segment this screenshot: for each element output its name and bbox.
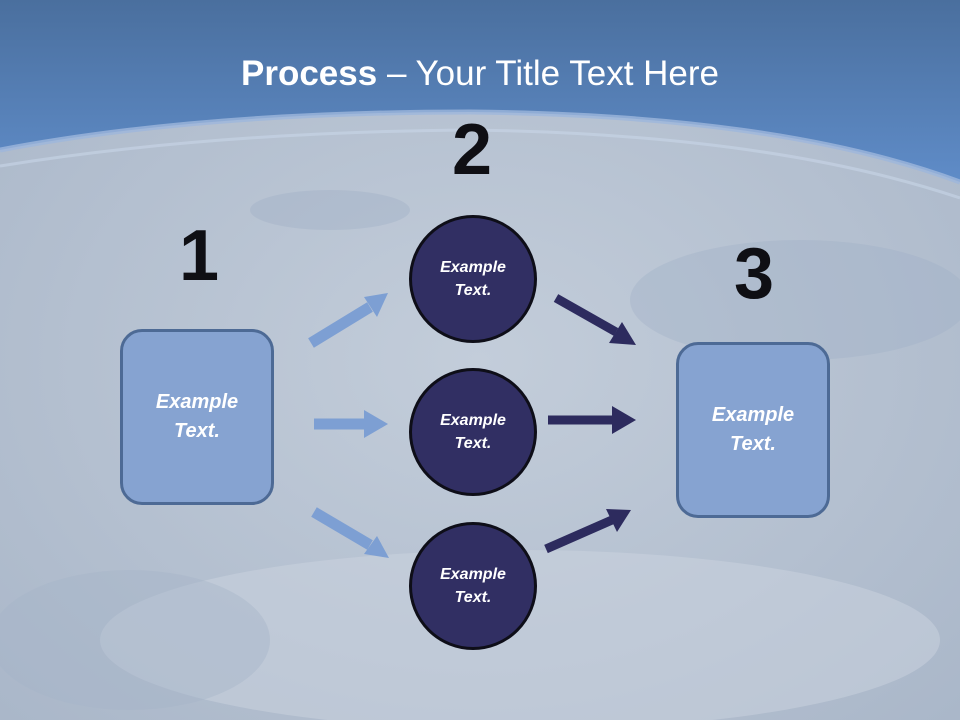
left-process-box: Example Text.: [120, 329, 274, 505]
header-band: [0, 0, 960, 182]
circle-top: Example Text.: [409, 215, 537, 343]
step-number-2: 2: [451, 110, 493, 190]
title-rest: – Your Title Text Here: [377, 54, 719, 93]
slide-title: Process – Your Title Text Here: [0, 52, 960, 96]
left-box-text: Example Text.: [155, 391, 239, 442]
right-box-text: Example Text.: [711, 404, 795, 455]
circle-middle-text: Example Text.: [440, 412, 506, 452]
right-process-box: Example Text.: [676, 342, 830, 518]
circle-bottom-text: Example Text.: [440, 566, 506, 606]
step-number-3: 3: [733, 234, 775, 314]
circle-top-text: Example Text.: [440, 259, 506, 299]
step-number-1: 1: [178, 216, 220, 296]
title-bold: Process: [241, 54, 378, 93]
circle-bottom: Example Text.: [409, 522, 537, 650]
circle-middle: Example Text.: [409, 368, 537, 496]
